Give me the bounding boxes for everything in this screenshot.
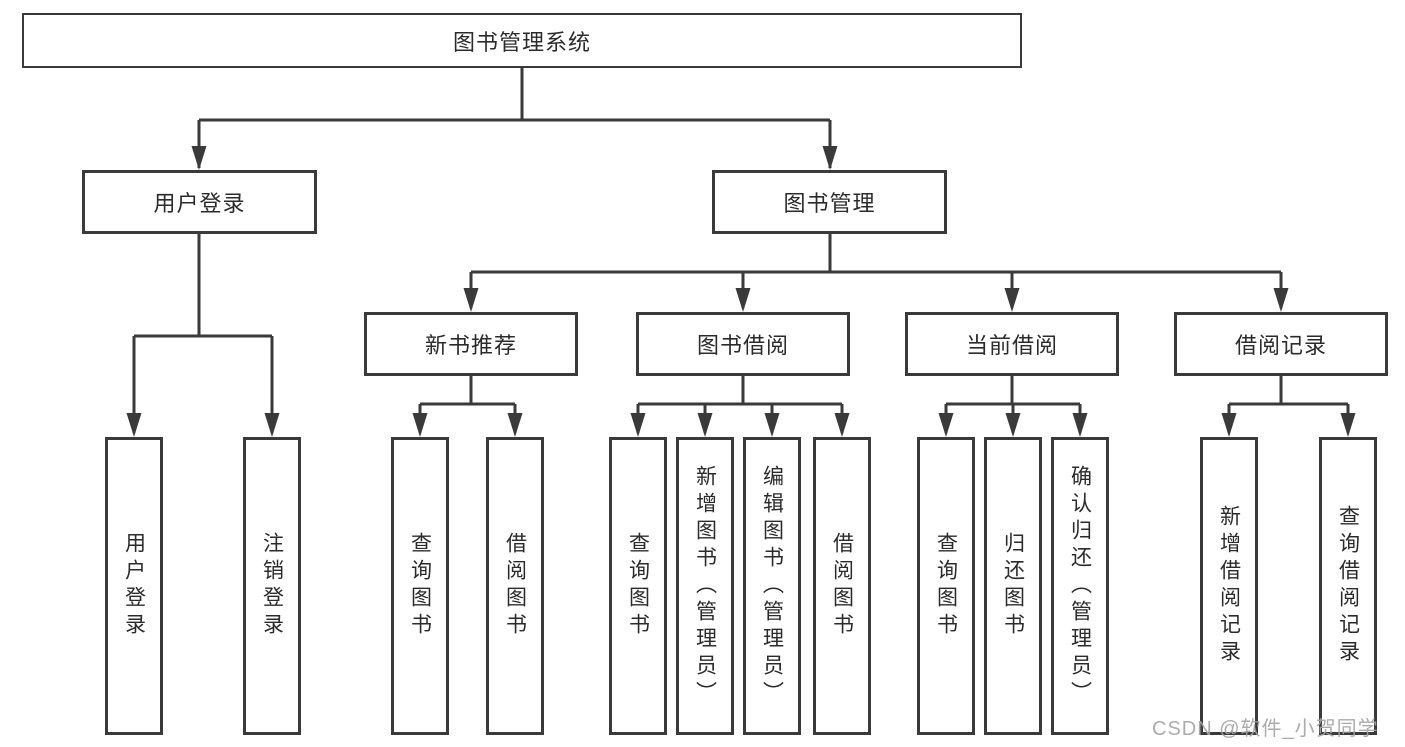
- arrowhead-icons: [126, 146, 1356, 437]
- leaf-add-borrow-record: 新增借阅记录: [1200, 437, 1258, 735]
- node-new-book-recommendation: 新书推荐: [364, 312, 578, 376]
- node-label: 用户登录: [153, 191, 246, 216]
- connector-edges: [132, 68, 1350, 433]
- node-current-borrowing: 当前借阅: [905, 312, 1119, 376]
- node-label: 编辑图书（管理员）: [760, 464, 784, 708]
- node-label: 查询图书: [934, 532, 958, 640]
- leaf-query-borrow-record: 查询借阅记录: [1319, 437, 1377, 735]
- node-library-management-system: 图书管理系统: [22, 13, 1022, 68]
- node-user-login-group: 用户登录: [82, 170, 317, 234]
- leaf-return-books: 归还图书: [984, 437, 1042, 735]
- leaf-query-books-current: 查询图书: [917, 437, 975, 735]
- node-label: 图书借阅: [696, 333, 789, 358]
- node-label: 查询图书: [626, 532, 650, 640]
- leaf-query-books-recommend: 查询图书: [391, 437, 449, 735]
- node-label: 用户登录: [122, 532, 146, 640]
- node-label: 查询图书: [408, 532, 432, 640]
- node-label: 查询借阅记录: [1336, 505, 1360, 667]
- leaf-add-books-admin: 新增图书（管理员）: [676, 437, 734, 735]
- node-book-management: 图书管理: [712, 170, 947, 234]
- node-label: 借阅记录: [1234, 333, 1327, 358]
- node-borrowing-records: 借阅记录: [1174, 312, 1388, 376]
- leaf-borrow-books-recommend: 借阅图书: [486, 437, 544, 735]
- node-label: 归还图书: [1001, 532, 1025, 640]
- leaf-user-login: 用户登录: [105, 437, 163, 735]
- node-label: 新增借阅记录: [1217, 505, 1241, 667]
- csdn-watermark: CSDN @软件_小贺同学: [1152, 718, 1379, 740]
- node-book-borrowing: 图书借阅: [636, 312, 850, 376]
- node-label: 新书推荐: [424, 333, 517, 358]
- node-label: 图书管理系统: [452, 29, 591, 55]
- node-label: 确认归还（管理员）: [1068, 464, 1092, 708]
- node-label: 借阅图书: [830, 532, 854, 640]
- node-label: 新增图书（管理员）: [693, 464, 717, 708]
- leaf-borrow-books: 借阅图书: [813, 437, 871, 735]
- leaf-edit-books-admin: 编辑图书（管理员）: [743, 437, 801, 735]
- leaf-query-books-borrowing: 查询图书: [609, 437, 667, 735]
- leaf-logout: 注销登录: [243, 437, 301, 735]
- node-label: 注销登录: [260, 532, 284, 640]
- leaf-confirm-return-admin: 确认归还（管理员）: [1051, 437, 1109, 735]
- node-label: 当前借阅: [965, 333, 1058, 358]
- node-label: 借阅图书: [503, 532, 527, 640]
- node-label: 图书管理: [783, 191, 876, 216]
